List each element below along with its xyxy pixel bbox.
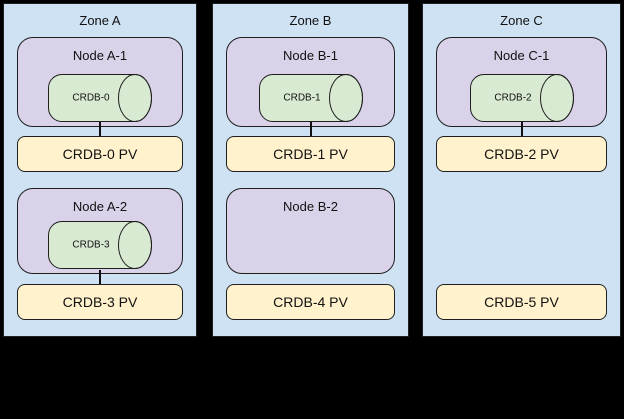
connector-line [99,270,101,285]
crdb-0-cylinder-icon: CRDB-0 [48,74,152,122]
crdb-1-cylinder-icon: CRDB-1 [258,74,363,122]
node-b1-title: Node B-1 [283,48,338,63]
pv-box-crdb-0: CRDB-0 PV [17,136,183,172]
connector-line [99,122,101,137]
connector-line [309,122,312,137]
node-b1: Node B-1 CRDB-1 [226,37,395,127]
node-a2: Node A-2 CRDB-3 [17,188,183,274]
crdb-3-cylinder-icon: CRDB-3 [48,221,152,269]
node-b2-title: Node B-2 [283,199,338,214]
node-a1: Node A-1 CRDB-0 [17,37,183,127]
zone-c-title: Zone C [500,13,543,28]
pv-box-crdb-4: CRDB-4 PV [226,284,395,320]
pv-box-crdb-1: CRDB-1 PV [226,136,395,172]
zone-c: Zone C Node C-1 CRDB-2 CRDB-2 PV CRDB-5 … [422,3,621,337]
zone-a: Zone A Node A-1 CRDB-0 CRDB-0 PV Node A-… [3,3,197,337]
node-a2-title: Node A-2 [72,199,128,214]
pv-box-crdb-5: CRDB-5 PV [436,284,607,320]
crdb-3-label: CRDB-3 [72,240,110,251]
crdb-0-label: CRDB-0 [72,93,110,104]
zone-a-title: Zone A [79,13,121,28]
node-c1: Node C-1 CRDB-2 [436,37,607,127]
zone-b: Zone B Node B-1 CRDB-1 CRDB-1 PV Node B-… [212,3,409,337]
pv-box-crdb-3: CRDB-3 PV [17,284,183,320]
crdb-2-label: CRDB-2 [494,93,532,104]
connector-line [520,122,523,137]
pv-box-crdb-2: CRDB-2 PV [436,136,607,172]
crdb-2-cylinder-icon: CRDB-2 [469,74,574,122]
crdb-1-label: CRDB-1 [283,93,321,104]
node-b2: Node B-2 [226,188,395,274]
node-a1-title: Node A-1 [72,48,128,63]
node-c1-title: Node C-1 [493,48,550,63]
zone-b-title: Zone B [289,13,332,28]
